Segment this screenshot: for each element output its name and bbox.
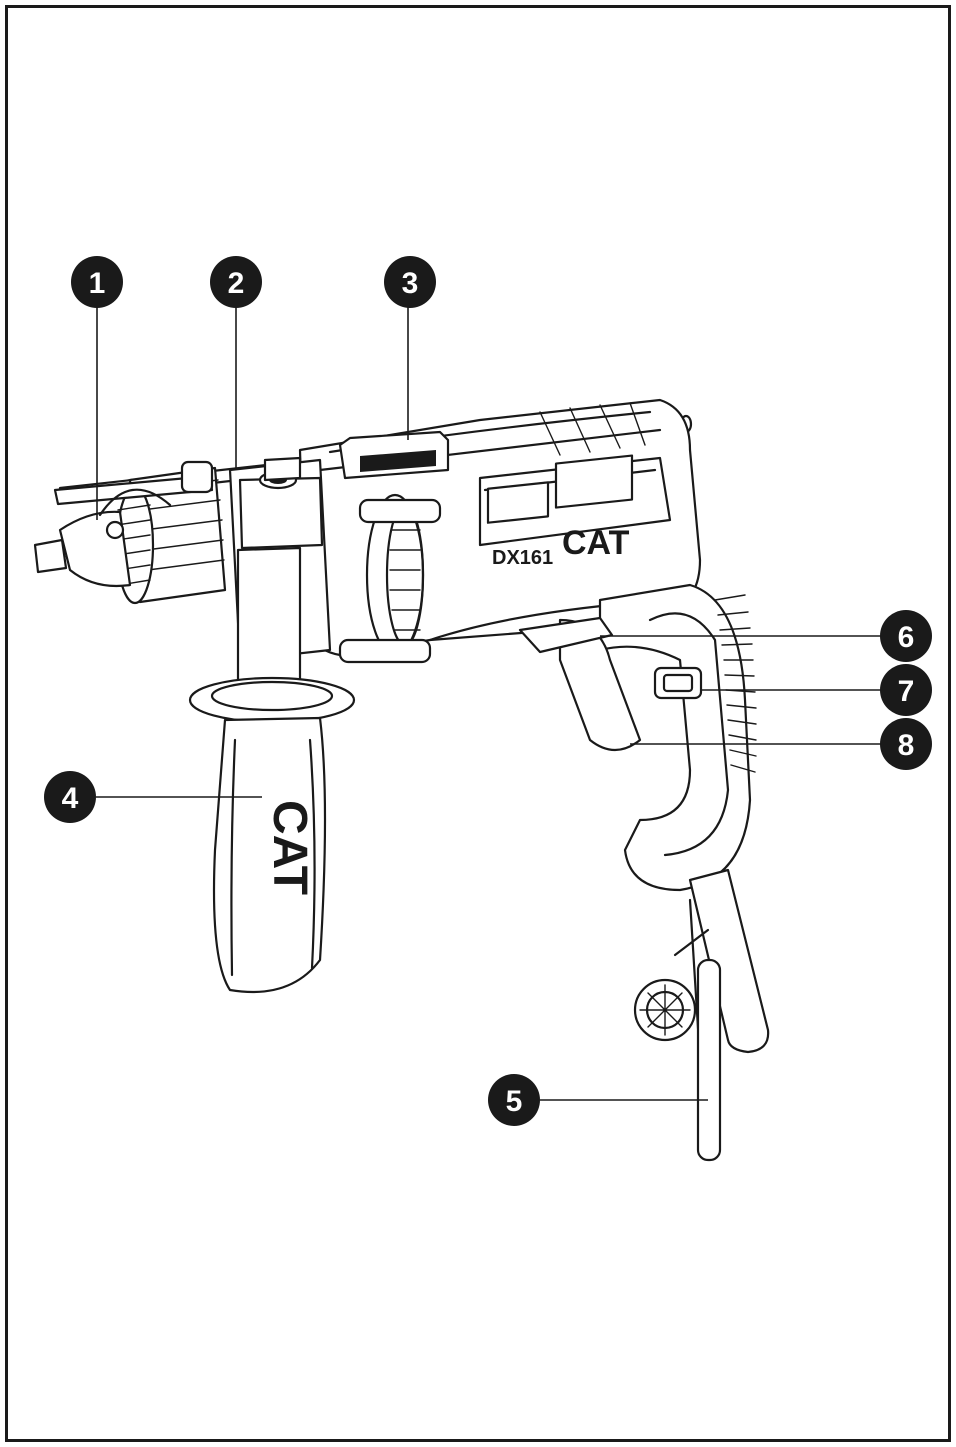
handle-logo: CAT — [263, 800, 316, 895]
svg-text:7: 7 — [898, 675, 915, 708]
svg-text:1: 1 — [89, 267, 106, 300]
figure-frame — [5, 5, 951, 1442]
callout-5: 5 — [488, 1074, 540, 1126]
model-label: DX161 CAT — [486, 454, 634, 569]
auxiliary-handle: CAT — [188, 546, 356, 994]
drill-illustration: CAT DX161 CAT — [33, 398, 770, 1162]
svg-text:3: 3 — [402, 267, 419, 300]
leader-lines — [96, 300, 882, 1101]
callout-6: 6 — [880, 610, 932, 662]
chuck-key — [633, 928, 722, 1162]
power-cord — [688, 868, 770, 1054]
callout-4: 4 — [44, 771, 96, 823]
callout-3: 3 — [384, 256, 436, 308]
svg-text:DX161: DX161 — [492, 547, 553, 569]
chuck — [33, 460, 227, 605]
reverse-switch — [518, 616, 614, 654]
rear-handle — [598, 583, 752, 892]
svg-text:2: 2 — [228, 267, 245, 300]
svg-text:6: 6 — [898, 621, 915, 654]
svg-text:CAT: CAT — [562, 524, 630, 562]
svg-text:8: 8 — [898, 729, 915, 762]
callout-7: 7 — [880, 664, 932, 716]
svg-text:CAT: CAT — [263, 800, 316, 895]
callout-1: 1 — [71, 256, 123, 308]
depth-stop — [238, 456, 324, 550]
callout-2: 2 — [210, 256, 262, 308]
svg-text:5: 5 — [506, 1085, 523, 1118]
callout-8: 8 — [880, 718, 932, 770]
svg-text:4: 4 — [62, 782, 79, 815]
lock-button — [653, 666, 703, 700]
